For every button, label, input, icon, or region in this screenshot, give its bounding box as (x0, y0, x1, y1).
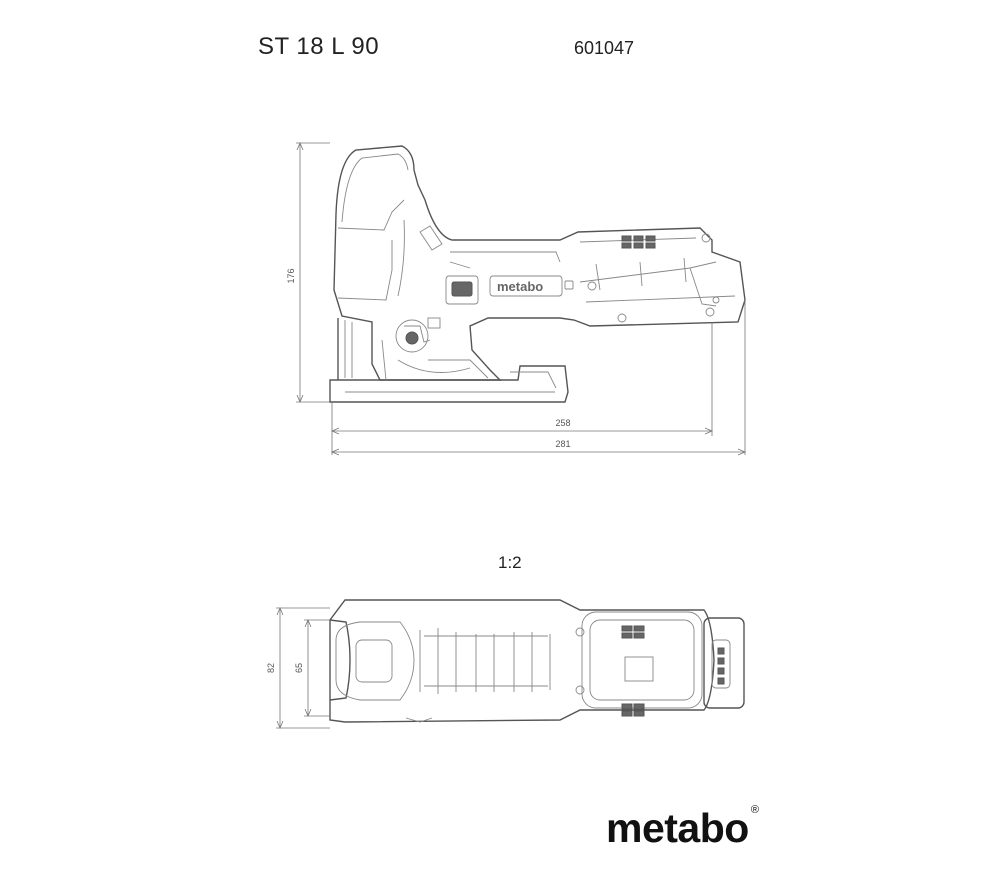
tool-brand-marking: metabo (497, 279, 543, 294)
article-number: 601047 (574, 38, 635, 58)
dim-height-label: 176 (286, 268, 296, 283)
brand-logo: metabo® (606, 804, 759, 852)
side-dimensions: 176 258 281 (286, 141, 747, 456)
dim-length-total-label: 281 (555, 439, 570, 449)
top-dimensions: 82 65 (266, 606, 330, 730)
side-view: metabo (329, 145, 746, 403)
model-title: ST 18 L 90 (258, 33, 380, 60)
scale-label: 1:2 (498, 553, 522, 572)
dim-width-outer-label: 82 (266, 663, 276, 673)
brand-name: metabo (606, 805, 749, 851)
dim-length-tool-label: 258 (555, 418, 570, 428)
top-view (329, 599, 745, 723)
dim-width-inner-label: 65 (294, 663, 304, 673)
registered-mark: ® (750, 804, 759, 817)
